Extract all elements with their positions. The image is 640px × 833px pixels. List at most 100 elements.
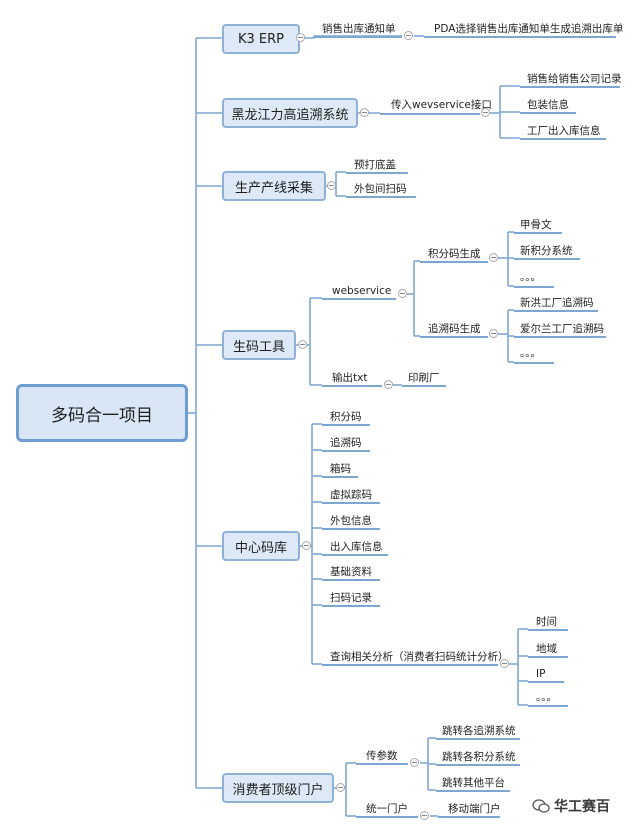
collapse-icon[interactable] <box>404 31 413 40</box>
underline <box>420 336 488 338</box>
underline <box>380 113 480 115</box>
underline <box>528 681 564 683</box>
underline <box>528 629 568 631</box>
leaf-virtual-trace-code[interactable]: 虚拟踪码 <box>330 489 372 501</box>
collapse-icon[interactable] <box>327 181 336 190</box>
leaf-inout-info[interactable]: 出入库信息 <box>330 541 383 553</box>
underline <box>514 310 598 312</box>
underline <box>424 36 616 38</box>
collapse-icon[interactable] <box>420 811 429 820</box>
collapse-icon[interactable] <box>489 329 498 338</box>
leaf-trace-code[interactable]: 追溯码 <box>330 437 362 449</box>
underline <box>528 705 568 707</box>
node-consumer-portal[interactable]: 消费者顶级门户 <box>222 773 334 803</box>
leaf-ellipsis: 。。。 <box>520 271 541 283</box>
leaf-mobile-portal[interactable]: 移动端门户 <box>448 803 501 815</box>
leaf-ip[interactable]: IP <box>536 668 546 680</box>
collapse-icon[interactable] <box>398 289 407 298</box>
underline <box>322 424 370 426</box>
leaf-factory-inout-info[interactable]: 工厂出入库信息 <box>527 125 601 137</box>
leaf-packaging-info[interactable]: 包装信息 <box>527 99 569 111</box>
leaf-new-points-system[interactable]: 新积分系统 <box>520 245 573 257</box>
watermark: 华工赛百 <box>532 796 610 816</box>
underline <box>322 476 358 478</box>
watermark-text: 华工赛百 <box>554 799 610 815</box>
node-production-line[interactable]: 生产产线采集 <box>222 171 326 201</box>
collapse-icon[interactable] <box>481 108 490 117</box>
leaf-pass-params[interactable]: 传参数 <box>366 750 398 762</box>
collapse-icon[interactable] <box>360 108 369 117</box>
leaf-region[interactable]: 地域 <box>536 643 557 655</box>
underline <box>322 554 388 556</box>
leaf-outsource-info[interactable]: 外包信息 <box>330 515 372 527</box>
leaf-sales-outbound-notice[interactable]: 销售出库通知单 <box>322 23 396 35</box>
underline <box>514 232 562 234</box>
underline <box>436 738 520 740</box>
leaf-trace-code-gen[interactable]: 追溯码生成 <box>428 323 481 335</box>
leaf-points-code-gen[interactable]: 积分码生成 <box>428 248 481 260</box>
node-heilongjiang-trace[interactable]: 黑龙江力高追溯系统 <box>222 98 358 128</box>
underline <box>436 764 520 766</box>
collapse-icon[interactable] <box>298 340 307 349</box>
leaf-ireland-trace-code[interactable]: 爱尔兰工厂追溯码 <box>520 323 604 335</box>
leaf-ellipsis: 。。。 <box>520 347 541 359</box>
node-code-generator[interactable]: 生码工具 <box>222 330 296 360</box>
collapse-icon[interactable] <box>302 541 311 550</box>
collapse-icon[interactable] <box>296 33 305 42</box>
underline <box>346 172 408 174</box>
underline <box>322 579 380 581</box>
underline <box>322 664 498 666</box>
underline <box>322 298 396 300</box>
underline <box>528 656 568 658</box>
leaf-oracle[interactable]: 甲骨文 <box>520 219 552 231</box>
leaf-jump-trace-systems[interactable]: 跳转各追溯系统 <box>442 725 516 737</box>
underline <box>322 528 380 530</box>
leaf-printing-factory[interactable]: 印刷厂 <box>408 372 440 384</box>
leaf-box-code[interactable]: 箱码 <box>330 463 351 475</box>
collapse-icon[interactable] <box>336 783 345 792</box>
underline <box>514 286 554 288</box>
leaf-base-data[interactable]: 基础资料 <box>330 566 372 578</box>
underline <box>322 502 380 504</box>
leaf-pda-trace-outbound[interactable]: PDA选择销售出库通知单生成追溯出库单 <box>434 23 624 35</box>
underline <box>322 385 382 387</box>
leaf-jump-other-platforms[interactable]: 跳转其他平台 <box>442 777 505 789</box>
collapse-icon[interactable] <box>384 380 393 389</box>
underline <box>322 450 370 452</box>
node-k3-erp[interactable]: K3 ERP <box>222 24 300 54</box>
leaf-xinhong-trace-code[interactable]: 新洪工厂追溯码 <box>520 297 594 309</box>
leaf-webservice-interface[interactable]: 传入wevservice接口 <box>391 99 492 111</box>
leaf-sales-record[interactable]: 销售给销售公司记录 <box>527 73 622 85</box>
underline <box>514 258 580 260</box>
leaf-output-txt[interactable]: 输出txt <box>332 372 368 384</box>
collapse-icon[interactable] <box>410 758 419 767</box>
wechat-icon <box>532 799 550 813</box>
underline <box>514 362 554 364</box>
underline <box>346 196 416 198</box>
leaf-scan-record[interactable]: 扫码记录 <box>330 592 372 604</box>
collapse-icon[interactable] <box>500 659 509 668</box>
leaf-ellipsis: 。。。 <box>536 691 557 703</box>
root-node[interactable]: 多码合一项目 <box>16 384 188 442</box>
leaf-webservice[interactable]: webservice <box>332 285 392 297</box>
underline <box>402 385 446 387</box>
underline <box>436 790 510 792</box>
leaf-query-analysis[interactable]: 查询相关分析（消费者扫码统计分析） <box>330 651 509 663</box>
leaf-unified-portal[interactable]: 统一门户 <box>366 803 408 815</box>
underline <box>314 36 402 38</box>
collapse-icon[interactable] <box>489 253 498 262</box>
leaf-time[interactable]: 时间 <box>536 616 557 628</box>
underline <box>322 605 380 607</box>
leaf-outer-pack-scan[interactable]: 外包间扫码 <box>354 183 407 195</box>
leaf-preprint-cap[interactable]: 预打底盖 <box>354 159 396 171</box>
node-central-code-db[interactable]: 中心码库 <box>222 531 300 561</box>
underline <box>520 138 606 140</box>
leaf-points-code[interactable]: 积分码 <box>330 411 362 423</box>
underline <box>438 816 500 818</box>
underline <box>520 86 620 88</box>
underline <box>356 763 408 765</box>
underline <box>514 336 606 338</box>
underline <box>420 261 488 263</box>
leaf-jump-points-systems[interactable]: 跳转各积分系统 <box>442 751 516 763</box>
